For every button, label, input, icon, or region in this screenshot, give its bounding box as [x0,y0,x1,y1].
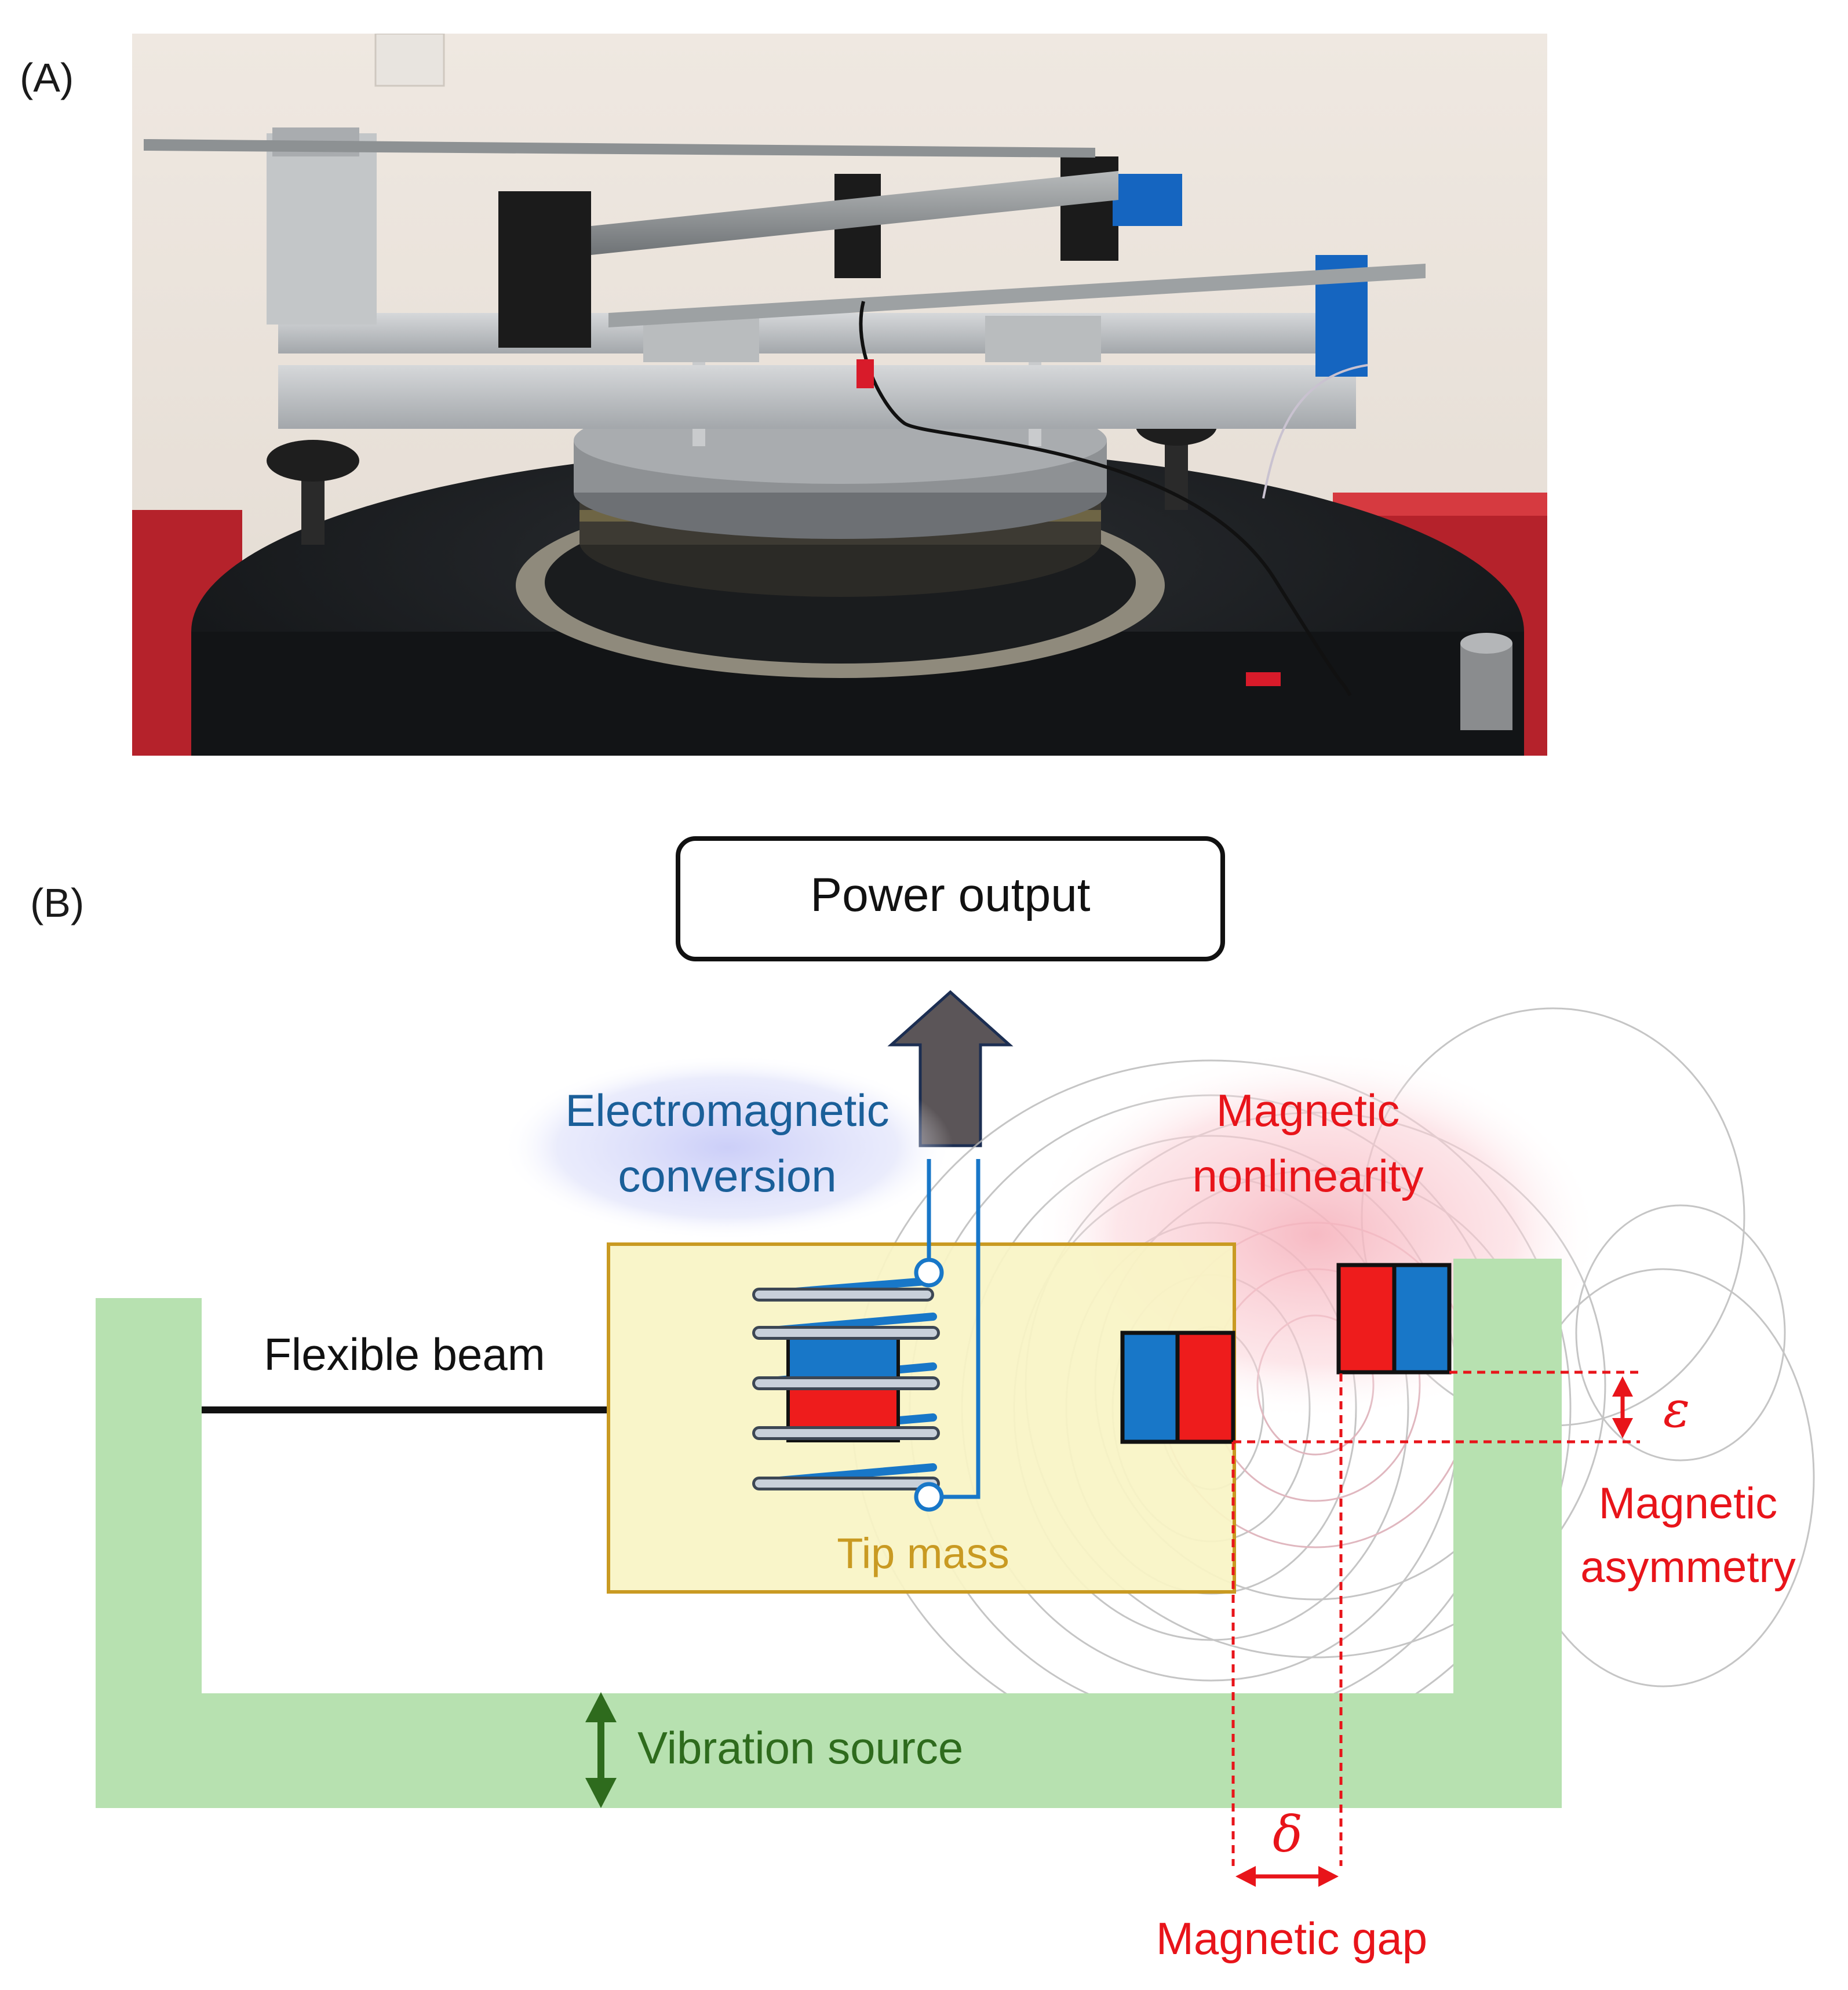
magnetic-gap-arrow [1235,1866,1339,1887]
flexible-beam-label: Flexible beam [264,1329,545,1380]
dimension-guides [1231,1371,1640,1866]
magnetic-nonlinearity-label-line1: Magnetic [1216,1085,1400,1136]
magnetic-nonlinearity-label-line2: nonlinearity [1193,1150,1424,1201]
asymmetry-arrow [1612,1376,1633,1438]
panel-a-label: (A) [20,55,74,100]
vibration-frame [96,1259,1562,1808]
panel-b-label: (B) [30,880,84,925]
magnetic-asymmetry-label-line2: asymmetry [1580,1543,1796,1592]
electromagnetic-glow [501,1055,953,1240]
magnetic-gap-label: Magnetic gap [1156,1913,1427,1964]
delta-symbol: δ [1273,1806,1303,1864]
power-output-box: Power output [676,836,1225,961]
power-output-label: Power output [810,869,1090,921]
experimental-setup-photo [132,34,1547,756]
vibration-arrow [585,1692,617,1808]
electromagnetic-coil [752,1159,981,1512]
electromagnetic-conversion-label-line2: conversion [618,1150,836,1201]
moving-magnet [1120,1331,1235,1444]
magnetic-asymmetry-label-line1: Magnetic [1599,1479,1777,1528]
vibration-source-label: Vibration source [637,1722,963,1773]
epsilon-symbol: ε [1663,1381,1690,1439]
tip-mass-label: Tip mass [837,1529,1009,1577]
fixed-magnet [1336,1263,1452,1375]
electromagnetic-conversion-label-line1: Electromagnetic [565,1085,889,1136]
